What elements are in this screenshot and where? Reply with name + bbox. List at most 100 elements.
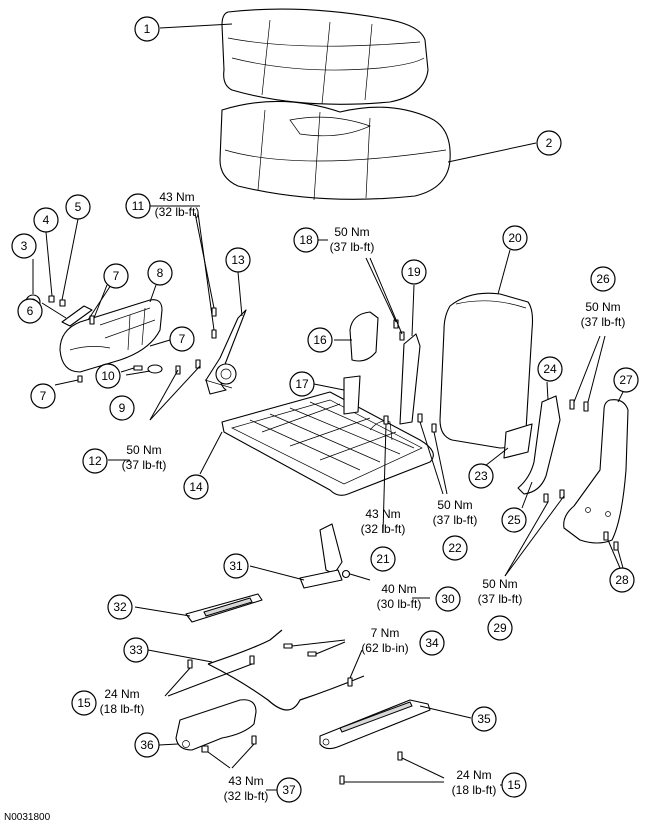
callout-32: 32 <box>107 594 133 620</box>
side-bracket <box>517 395 561 495</box>
callout-9: 9 <box>109 395 135 421</box>
callout-24: 24 <box>537 356 563 382</box>
callout-10: 10 <box>95 363 121 389</box>
svg-text:2: 2 <box>546 136 553 150</box>
svg-text:(62 lb-in): (62 lb-in) <box>361 641 408 655</box>
recliner-mechanism <box>204 309 247 395</box>
seat-frame <box>221 391 434 496</box>
callout-1: 1 <box>134 16 160 42</box>
callout-15b: 15 <box>501 772 527 798</box>
svg-text:(32 lb-ft): (32 lb-ft) <box>361 522 406 536</box>
torque-spec-34: 7 Nm (62 lb-in) <box>361 626 408 655</box>
svg-text:5: 5 <box>75 200 82 214</box>
callout-28: 28 <box>609 567 635 593</box>
callout-26: 26 <box>590 266 616 292</box>
riser-bracket <box>175 699 257 751</box>
svg-text:(30 lb-ft): (30 lb-ft) <box>377 597 422 611</box>
callout-4: 4 <box>33 207 59 233</box>
svg-text:16: 16 <box>313 333 327 347</box>
washer <box>147 364 163 374</box>
svg-text:50 Nm: 50 Nm <box>126 443 161 457</box>
svg-text:37: 37 <box>282 783 296 797</box>
svg-text:36: 36 <box>140 738 154 752</box>
upper-trim <box>349 311 379 362</box>
svg-text:40 Nm: 40 Nm <box>381 582 416 596</box>
callout-19: 19 <box>401 259 427 285</box>
callout-8: 8 <box>147 260 173 286</box>
svg-text:50 Nm: 50 Nm <box>482 577 517 591</box>
svg-text:15: 15 <box>77 696 91 710</box>
seat-belt-buckle <box>299 523 351 589</box>
svg-text:7 Nm: 7 Nm <box>371 626 400 640</box>
callout-7a: 7 <box>103 263 129 289</box>
torque-spec-26: 50 Nm (37 lb-ft) <box>581 300 626 329</box>
svg-text:50 Nm: 50 Nm <box>437 498 472 512</box>
svg-text:12: 12 <box>88 454 102 468</box>
svg-text:(18 lb-ft): (18 lb-ft) <box>100 702 145 716</box>
callout-30: 30 <box>435 586 461 612</box>
svg-text:10: 10 <box>101 369 115 383</box>
release-handle <box>61 305 93 327</box>
release-cable <box>207 629 365 711</box>
seat-back <box>439 292 534 449</box>
bolts-18 <box>393 319 405 341</box>
hinge-bracket <box>399 333 421 425</box>
svg-text:(18 lb-ft): (18 lb-ft) <box>452 783 497 797</box>
svg-text:(37 lb-ft): (37 lb-ft) <box>478 592 523 606</box>
callout-14: 14 <box>183 474 209 500</box>
svg-text:11: 11 <box>132 199 145 213</box>
svg-text:33: 33 <box>129 643 143 657</box>
callout-29: 29 <box>487 615 513 641</box>
torque-spec-30: 40 Nm (30 lb-ft) <box>377 582 422 611</box>
svg-text:30: 30 <box>441 592 455 606</box>
figure-id: N0031800 <box>4 812 51 823</box>
svg-text:14: 14 <box>189 480 203 494</box>
side-cover <box>563 399 629 544</box>
callout-16: 16 <box>307 327 333 353</box>
svg-text:34: 34 <box>425 636 439 650</box>
svg-text:24 Nm: 24 Nm <box>456 768 491 782</box>
svg-text:(32 lb-ft): (32 lb-ft) <box>155 205 200 219</box>
svg-text:43 Nm: 43 Nm <box>365 507 400 521</box>
torque-spec-29: 50 Nm (37 lb-ft) <box>478 577 523 606</box>
torque-spec-15b: 24 Nm (18 lb-ft) <box>452 768 497 797</box>
svg-text:17: 17 <box>295 377 309 391</box>
torque-spec-15a: 24 Nm (18 lb-ft) <box>100 687 145 716</box>
svg-text:1: 1 <box>144 22 151 36</box>
svg-text:43 Nm: 43 Nm <box>228 774 263 788</box>
callout-27: 27 <box>613 367 639 393</box>
torque-spec-18: 50 Nm (37 lb-ft) <box>330 225 375 254</box>
seat-track-left <box>185 593 263 623</box>
leader-lines <box>32 23 624 791</box>
side-shield <box>59 299 163 373</box>
torque-spec-37: 43 Nm (32 lb-ft) <box>224 774 269 803</box>
svg-text:18: 18 <box>299 233 313 247</box>
callout-6: 6 <box>17 298 43 324</box>
callout-31: 31 <box>223 553 249 579</box>
bolts-bottom <box>187 643 403 785</box>
seat-cushion-cover <box>221 8 429 105</box>
svg-text:9: 9 <box>119 401 126 415</box>
callout-7b: 7 <box>169 326 195 352</box>
svg-text:7: 7 <box>113 269 120 283</box>
svg-text:7: 7 <box>40 389 47 403</box>
callout-34: 34 <box>419 630 445 656</box>
callout-36: 36 <box>134 732 160 758</box>
svg-text:27: 27 <box>619 373 633 387</box>
callout-3: 3 <box>11 233 37 259</box>
callout-33: 33 <box>123 637 149 663</box>
callout-7c: 7 <box>30 383 56 409</box>
svg-text:50 Nm: 50 Nm <box>334 225 369 239</box>
svg-text:31: 31 <box>229 559 243 573</box>
callout-21: 21 <box>370 546 396 572</box>
callout-13: 13 <box>225 247 251 273</box>
callout-17: 17 <box>289 371 315 397</box>
svg-text:19: 19 <box>407 265 421 279</box>
seat-track-right <box>319 699 431 750</box>
seat-cushion-pad <box>219 100 451 201</box>
svg-text:25: 25 <box>507 513 521 527</box>
svg-text:(37 lb-ft): (37 lb-ft) <box>581 315 626 329</box>
svg-text:6: 6 <box>27 304 34 318</box>
svg-text:24: 24 <box>543 362 557 376</box>
callout-20: 20 <box>502 225 528 251</box>
